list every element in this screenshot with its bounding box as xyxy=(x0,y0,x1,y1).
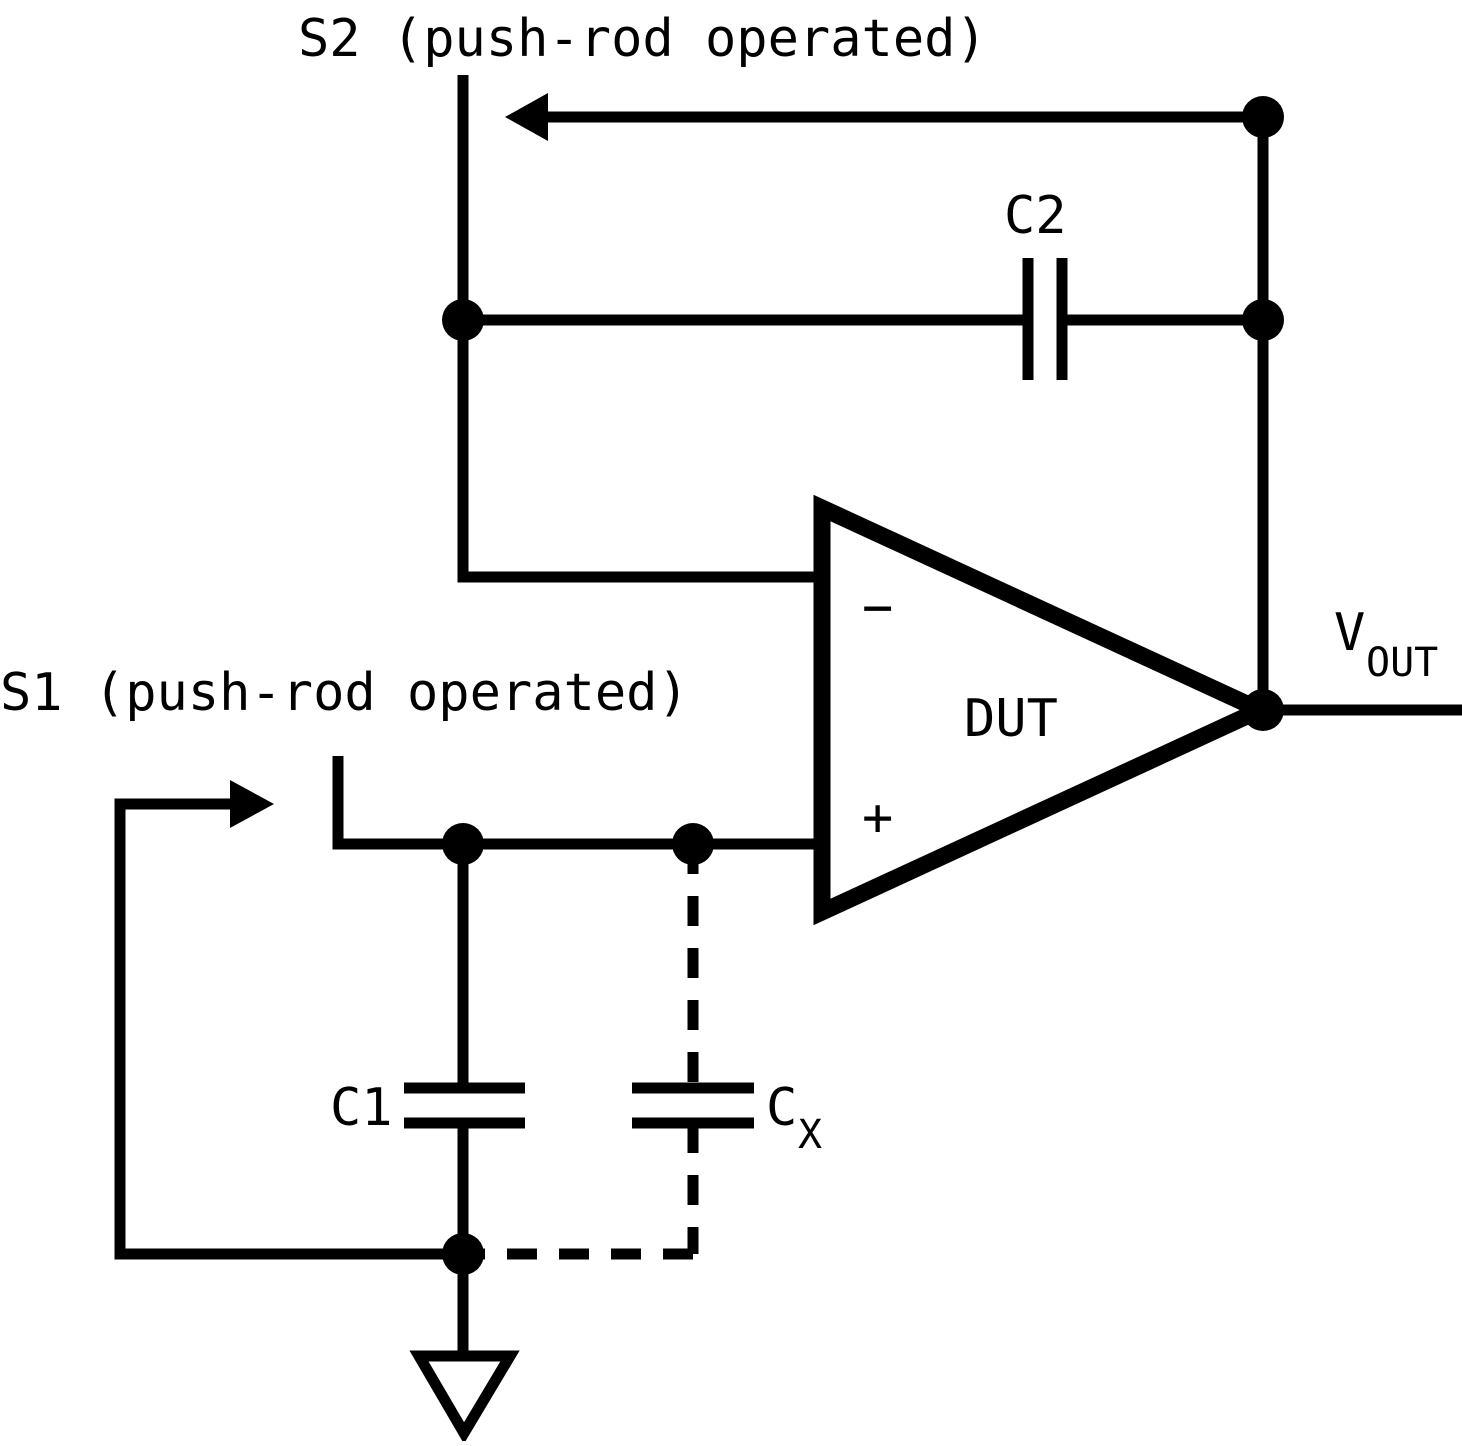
vout-label-main: V xyxy=(1334,603,1365,663)
s1-push-rod-line xyxy=(114,798,463,1260)
cx-label-main: C xyxy=(766,1078,797,1138)
dut-opamp-triangle xyxy=(813,494,1281,926)
junction-dot-ground xyxy=(442,1233,484,1275)
ground-symbol xyxy=(409,1350,520,1444)
junction-dot-s2-top xyxy=(1242,96,1284,138)
junction-dot-c2-right xyxy=(1242,299,1284,341)
s1-label: S1 (push-rod operated) xyxy=(0,663,689,723)
cx-label-sub: X xyxy=(798,1112,822,1158)
inverting-input-sign: − xyxy=(862,578,893,638)
s1-arrowhead xyxy=(230,780,274,828)
vout-label-sub: OUT xyxy=(1366,640,1438,686)
junction-dot-cx-top xyxy=(672,823,714,865)
junction-dot-c2-left xyxy=(442,299,484,341)
junction-dot-output xyxy=(1242,689,1284,731)
noninverting-input-sign: + xyxy=(862,788,893,848)
s2-label: S2 (push-rod operated) xyxy=(298,9,987,69)
wire-to-inverting-input xyxy=(457,320,818,583)
junction-dot-c1-top xyxy=(442,823,484,865)
s1-switch-contact xyxy=(332,756,818,850)
dut-label: DUT xyxy=(964,689,1058,749)
c2-label: C2 xyxy=(1004,186,1067,246)
c1-label: C1 xyxy=(330,1078,393,1138)
s2-arrowhead xyxy=(505,93,548,141)
